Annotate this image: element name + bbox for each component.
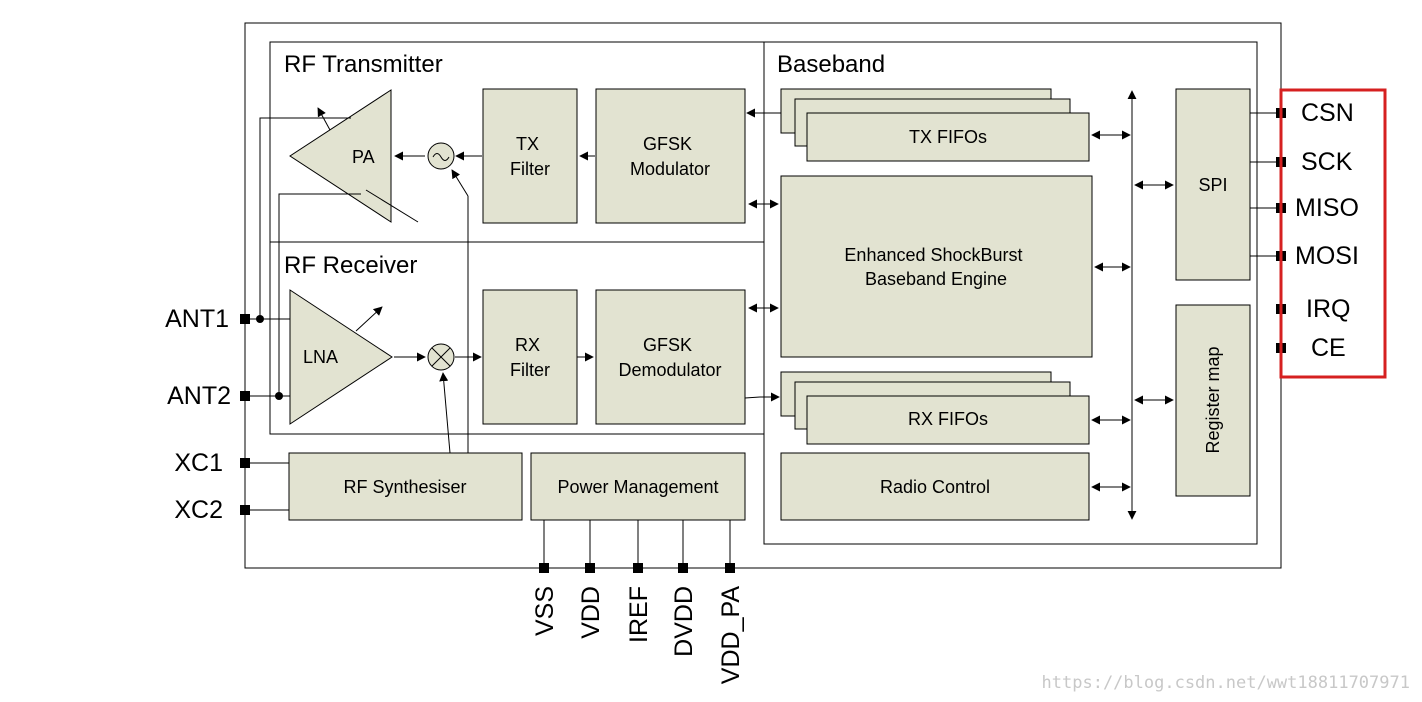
pin-mosi: MOSI xyxy=(1295,242,1359,270)
pa-amplifier xyxy=(289,89,392,223)
pin-xc2: XC2 xyxy=(174,496,223,524)
watermark: https://blog.csdn.net/wwt18811707971 xyxy=(1042,673,1410,693)
tx-mixer-symbol xyxy=(427,142,455,170)
pin-vss: VSS xyxy=(531,586,559,636)
register-map-label: Register map xyxy=(1203,346,1223,453)
rx-fifos-label: RX FIFOs xyxy=(908,409,988,429)
spi-block xyxy=(1175,88,1251,281)
pin-vdd: VDD xyxy=(577,586,605,639)
pin-vdd-pa: VDD_PA xyxy=(717,586,745,685)
pin-ant2: ANT2 xyxy=(167,382,231,410)
gfsk-demodulator-label: GFSK Demodulator xyxy=(618,335,721,380)
register-map-block xyxy=(1175,304,1251,497)
tx-filter-block xyxy=(482,88,578,224)
pin-ce: CE xyxy=(1311,334,1346,362)
pa-label: PA xyxy=(352,147,375,167)
shockburst-engine-block xyxy=(780,175,1093,358)
spi-label: SPI xyxy=(1198,175,1227,195)
rf-receiver-title: RF Receiver xyxy=(284,252,417,279)
pin-dvdd: DVDD xyxy=(670,586,698,657)
baseband-title: Baseband xyxy=(777,51,885,78)
rx-filter-block xyxy=(482,289,578,425)
pin-csn: CSN xyxy=(1301,99,1354,127)
pin-irq: IRQ xyxy=(1306,295,1350,323)
tx-fifos-block xyxy=(806,112,1090,162)
rf-synthesiser-label: RF Synthesiser xyxy=(343,477,466,497)
gfsk-modulator-block xyxy=(595,88,746,224)
radio-control-block xyxy=(780,452,1090,521)
rx-fifos-block xyxy=(806,395,1090,445)
baseband-frame xyxy=(763,41,1258,545)
radio-control-label: Radio Control xyxy=(880,477,990,497)
tx-fifos-label: TX FIFOs xyxy=(909,127,987,147)
pin-sck: SCK xyxy=(1301,148,1353,176)
lna-amplifier xyxy=(289,289,393,425)
rx-filter-label: RX Filter xyxy=(510,335,550,380)
pin-miso: MISO xyxy=(1295,194,1359,222)
gfsk-modulator-label: GFSK Modulator xyxy=(630,134,710,179)
gfsk-demodulator-block xyxy=(595,289,746,425)
pin-iref: IREF xyxy=(625,586,653,643)
power-management-block xyxy=(530,452,746,521)
pin-xc1: XC1 xyxy=(174,449,223,477)
spi-pins-highlight xyxy=(1279,88,1387,379)
rf-transmitter-title: RF Transmitter xyxy=(284,51,443,78)
lna-label: LNA xyxy=(303,347,338,367)
shockburst-engine-label: Enhanced ShockBurst Baseband Engine xyxy=(844,245,1027,289)
power-management-label: Power Management xyxy=(557,477,718,497)
pin-ant1: ANT1 xyxy=(165,305,229,333)
rf-synthesiser-block xyxy=(288,452,523,521)
tx-filter-label: TX Filter xyxy=(510,134,550,179)
